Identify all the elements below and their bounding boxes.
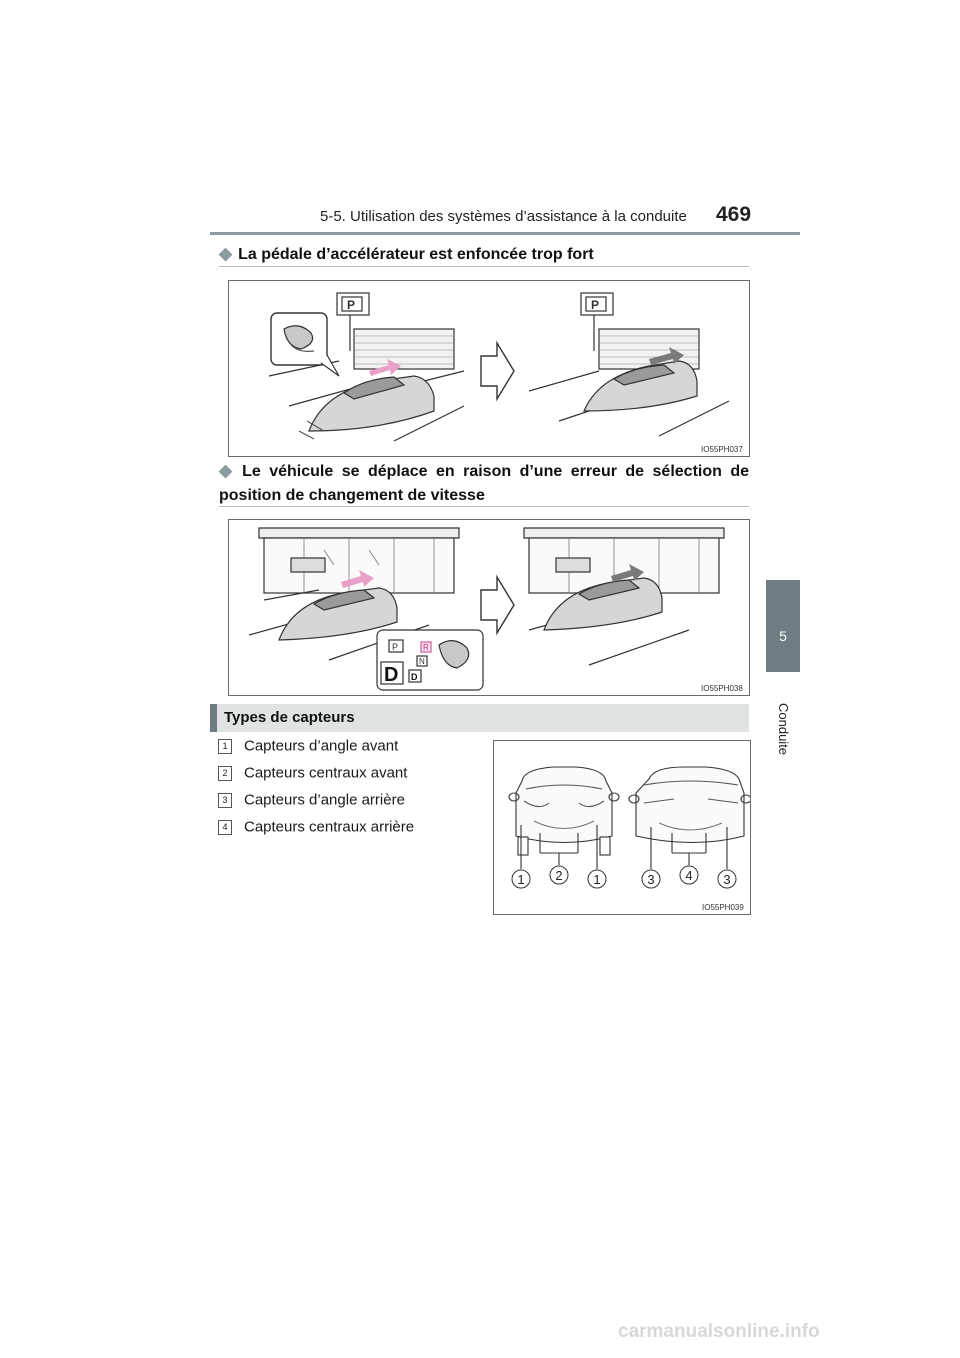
chapter-tab [766,580,800,672]
arrow-right-icon [480,340,515,402]
section-rule [219,266,749,267]
section-heading-text: Le véhicule se déplace en raison d’une e… [219,463,750,504]
figure-code: IO55PH037 [701,445,743,454]
section-heading-shift-error: ◆Le véhicule se déplace en raison d’une … [219,459,749,508]
list-item: 1 Capteurs d’angle avant [218,737,398,755]
chapter-number: 5 [779,628,787,644]
item-label: Capteurs centraux arrière [244,818,415,836]
figure-shift-error: P R N D D IO55PH038 [228,519,750,696]
item-number: 3 [218,792,232,808]
diamond-bullet-icon: ◆ [219,244,233,263]
car-rear-view [628,766,750,869]
item-label: Capteurs d’angle avant [244,737,399,755]
figure-accelerator: P [228,280,750,457]
car-front-view [508,766,620,869]
list-item: 4 Capteurs centraux arrière [218,818,414,836]
callout-4: 4 [685,868,692,883]
sensor-location-illustration: 1 2 1 3 4 3 IO55PH039 [508,766,750,912]
item-number: 4 [218,819,232,835]
list-item: 3 Capteurs d’angle arrière [218,791,405,809]
arrow-right-icon [480,574,515,636]
figure-code: IO55PH038 [701,684,743,693]
watermark: carmanualsonline.info [618,1321,820,1342]
callout-3-right: 3 [723,872,730,887]
callout-1-right: 1 [593,872,600,887]
store-scene-left [248,527,460,661]
callout-3-left: 3 [647,872,654,887]
figure-sensor-locations: 1 2 1 3 4 3 IO55PH039 [493,740,751,915]
section-heading-text: La pédale d’accélérateur est enfoncée tr… [238,246,594,263]
gear-label-d-small: D [411,672,418,682]
gear-label-r: R [423,643,429,652]
store-scene-right [523,527,725,666]
svg-text:P: P [347,298,355,312]
section-heading-accelerator: ◆ La pédale d’accélérateur est enfoncée t… [219,242,749,267]
parking-scene-left: P [268,292,465,442]
types-title: Types de capteurs [224,709,355,726]
svg-text:P: P [591,298,599,312]
chapter-label: Conduite [776,703,791,756]
item-number: 2 [218,765,232,781]
parking-scene-right: P [528,292,730,437]
item-label: Capteurs centraux avant [244,764,408,782]
gear-label-n: N [419,657,425,666]
item-label: Capteurs d’angle arrière [244,791,405,809]
types-banner-accent [210,704,217,732]
gear-label-p: P [392,642,398,652]
callout-2: 2 [555,868,562,883]
section-rule [219,506,749,507]
header-title: 5-5. Utilisation des systèmes d’assistan… [320,208,687,225]
gear-label-d-large: D [384,664,398,686]
list-item: 2 Capteurs centraux avant [218,764,407,782]
diamond-bullet-icon: ◆ [219,461,237,480]
item-number: 1 [218,738,232,754]
figure-code: IO55PH039 [702,903,744,912]
types-banner [210,704,749,732]
callout-1-left: 1 [517,872,524,887]
page-number: 469 [716,203,752,226]
shift-error-illustration: P R N D D IO55PH038 [248,527,743,693]
accelerator-illustration: P [268,292,743,454]
header-rule [210,232,800,235]
gear-selector-inset: P R N D D [376,629,484,691]
